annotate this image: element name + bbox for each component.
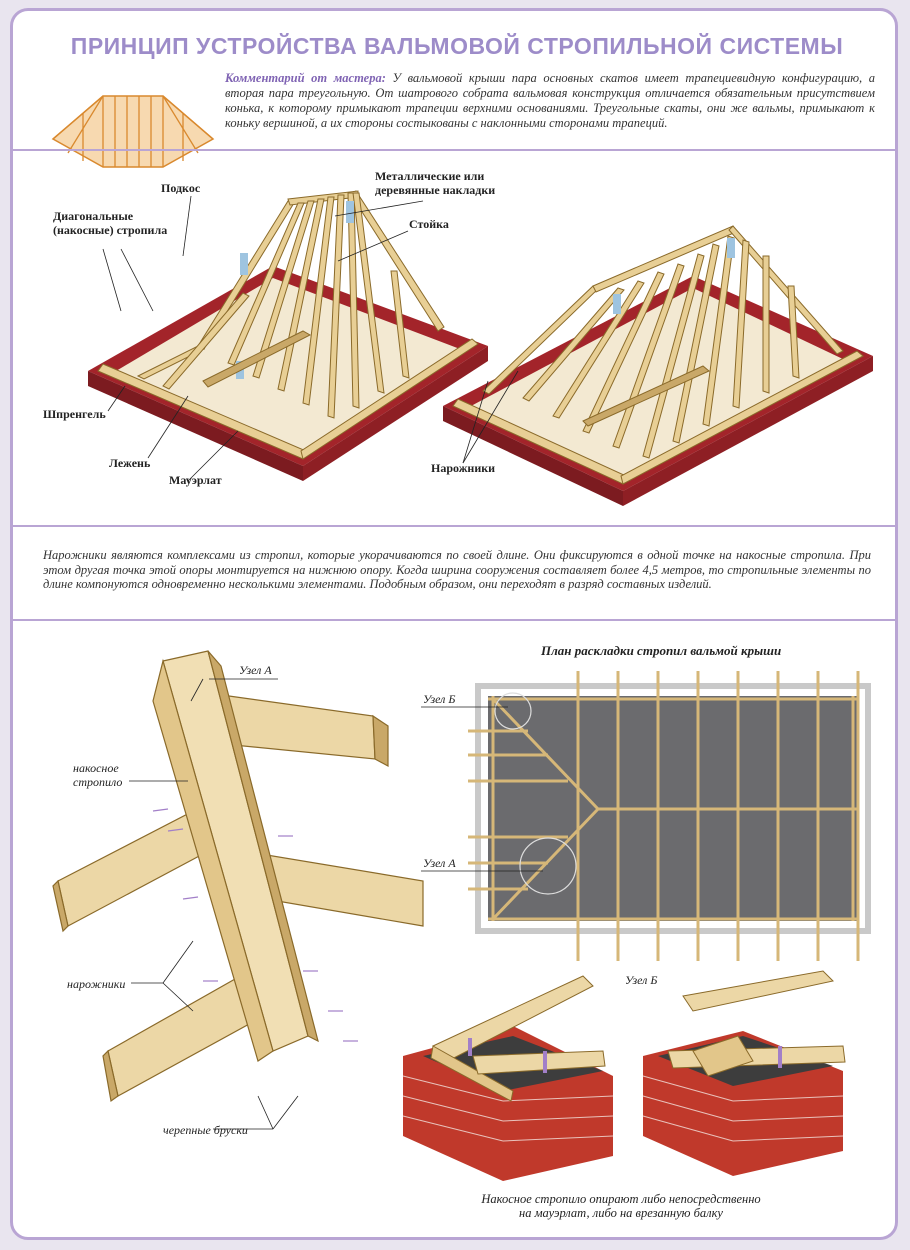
leader-lines-node-a xyxy=(129,678,299,1130)
label-shprengel: Шпренгель xyxy=(43,407,106,421)
label-stoyka: Стойка xyxy=(409,217,449,231)
label-diagonal-rafters: Диагональные(накосные) стропила xyxy=(53,209,168,237)
comment-text: У вальмовой крыши пара основных скатов и… xyxy=(225,71,876,130)
label-podkos: Подкос xyxy=(161,181,201,195)
label-mauerlat: Мауэрлат xyxy=(169,473,222,487)
roof-frame-diagram-right xyxy=(443,225,873,506)
poster: ПРИНЦИП УСТРОЙСТВА ВАЛЬМОВОЙ СТРОПИЛЬНОЙ… xyxy=(10,8,898,1240)
plan-label-uzel-b: Узел Б xyxy=(423,692,456,706)
label-uzel-a: Узел А xyxy=(239,663,272,677)
master-comment: Комментарий от мастера: У вальмовой крыш… xyxy=(225,71,875,131)
plan-label-uzel-a: Узел А xyxy=(423,856,456,870)
label-narozhniki-node: нарожники xyxy=(67,977,126,991)
comment-lead: Комментарий от мастера: xyxy=(225,71,386,85)
divider-3 xyxy=(13,619,895,621)
label-lezhen: Лежень xyxy=(109,456,151,470)
rafter-layout-plan xyxy=(468,671,871,961)
node-b-illustration xyxy=(402,970,846,1181)
page-title: ПРИНЦИП УСТРОЙСТВА ВАЛЬМОВОЙ СТРОПИЛЬНОЙ… xyxy=(70,33,844,59)
label-cherepnye: черепные бруски xyxy=(163,1123,248,1137)
plan-title: План раскладки стропил вальмой крыши xyxy=(541,643,782,658)
node-b-right xyxy=(642,970,846,1176)
roof-frame-diagram-left xyxy=(88,190,488,481)
divider-1 xyxy=(13,149,895,151)
label-narozhniki: Нарожники xyxy=(431,461,496,475)
plan-leader-lines xyxy=(421,706,543,872)
label-uzel-b: Узел Б xyxy=(625,973,658,987)
narozhniki-paragraph: Нарожники являются комплексами из стропи… xyxy=(43,548,871,591)
nail-marks xyxy=(152,808,358,1042)
divider-2 xyxy=(13,525,895,527)
node-a-illustration xyxy=(52,650,424,1103)
node-b-caption: Накосное стропило опирают либо непосредс… xyxy=(481,1192,761,1220)
leader-lines-left xyxy=(102,195,519,482)
node-b-left xyxy=(402,975,614,1181)
